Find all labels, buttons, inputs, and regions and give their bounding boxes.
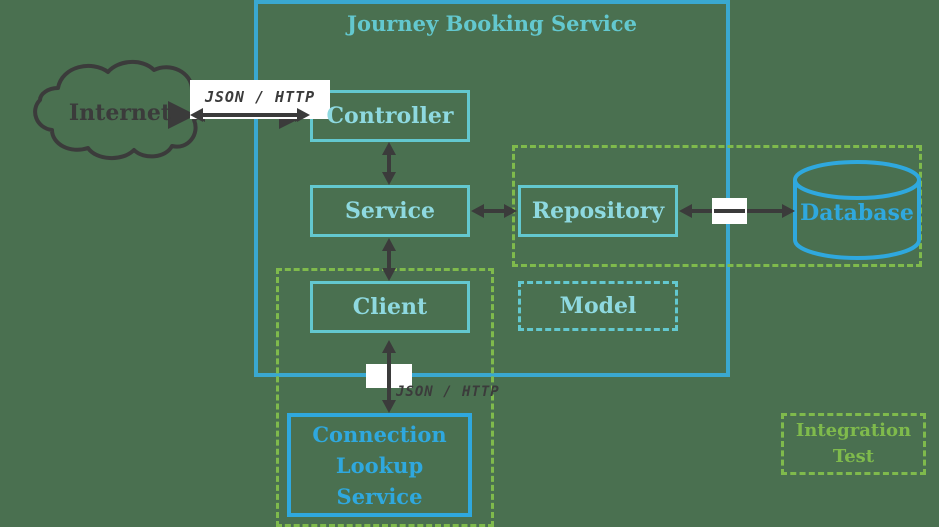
mask-client-lookup-right [390,364,412,388]
mask-client-lookup-left [366,364,388,388]
connection-lookup-service-box[interactable] [287,413,472,517]
legend-integration-test-box [781,413,926,475]
internet-cloud-icon [33,60,203,160]
mask-internet-controller [190,80,330,119]
database-cylinder-icon [793,160,921,260]
service-box[interactable] [310,185,470,237]
model-box[interactable] [518,281,678,331]
client-box[interactable] [310,281,470,333]
repository-box[interactable] [518,185,678,237]
